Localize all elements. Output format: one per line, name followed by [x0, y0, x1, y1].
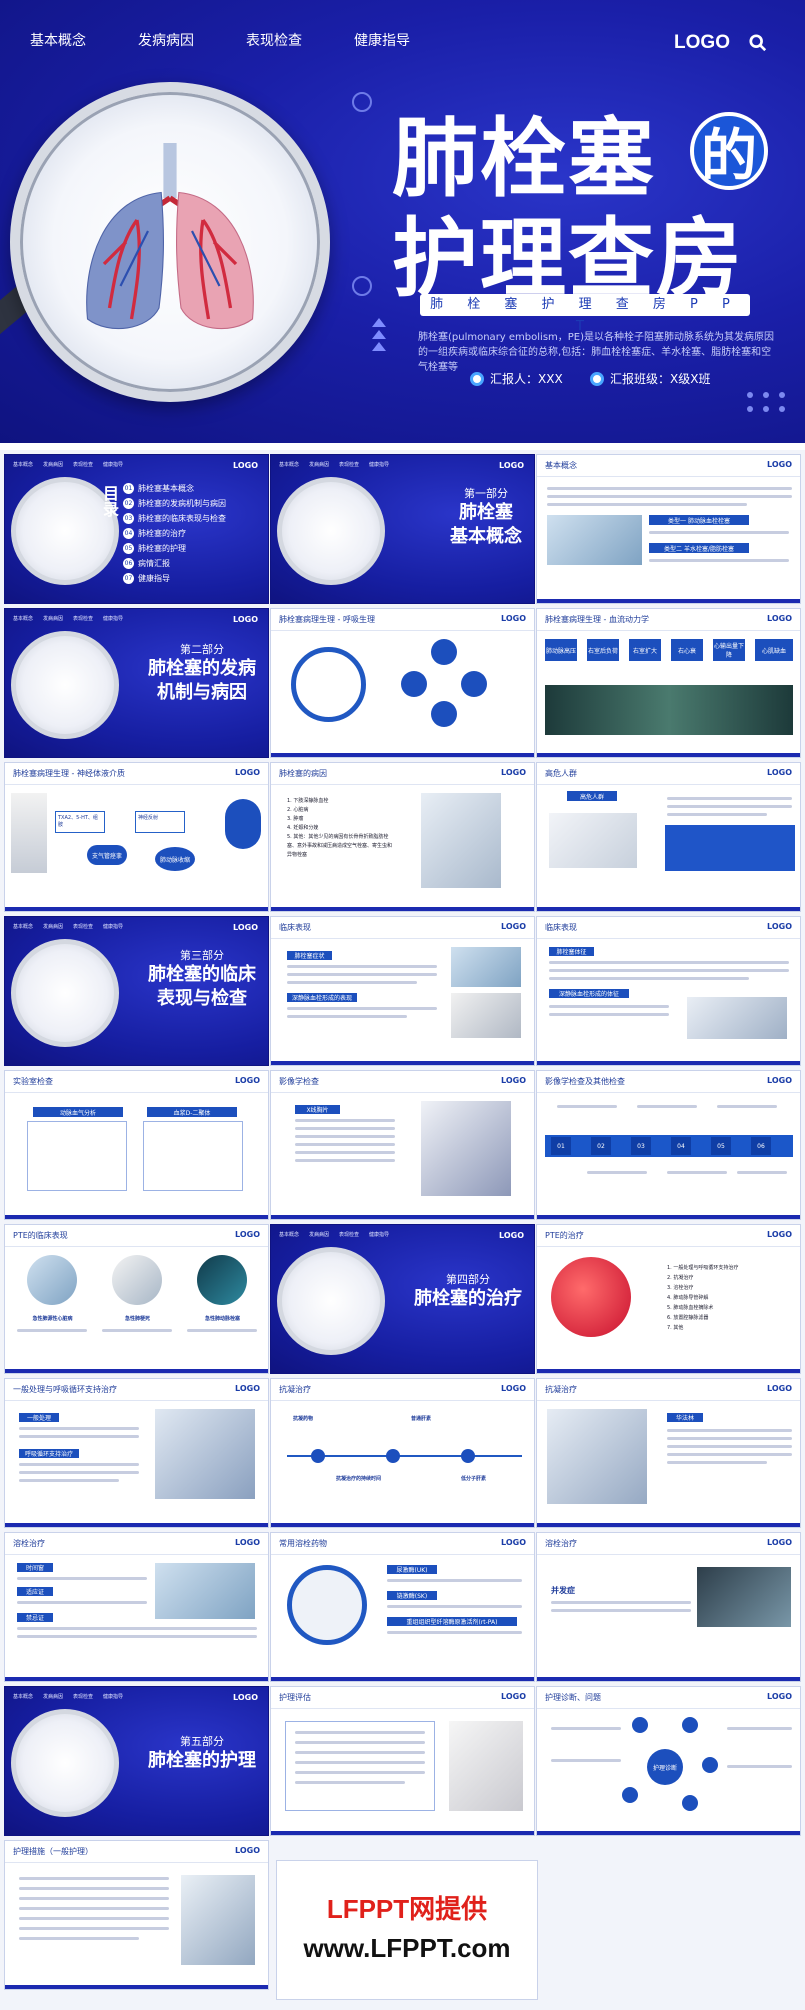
deco-triangle [372, 342, 386, 351]
search-icon[interactable] [749, 34, 767, 52]
nav-item-cause[interactable]: 发病病因 [138, 33, 194, 49]
mini-magnifier [11, 1709, 119, 1817]
mini-logo: LOGO [233, 615, 258, 624]
lung-circle [291, 647, 366, 722]
mini-magnifier [277, 1247, 385, 1355]
heart-illustration [551, 1257, 631, 1337]
hero-description: 肺栓塞(pulmonary embolism，PE)是以各种栓子阻塞肺动脉系统为… [418, 332, 775, 373]
class-group: 汇报班级：X级X班 [590, 370, 710, 387]
hero-subtitle: 肺 栓 塞 护 理 查 房 P P T [420, 294, 750, 334]
icu-photo [545, 685, 793, 735]
magnifier-lens [10, 82, 330, 402]
slide-part2[interactable]: 基本概念发病病因表现检查健康指导 LOGO 第二部分 肺栓塞的发病 机制与病因 [4, 608, 269, 758]
mini-logo: LOGO [233, 1693, 258, 1702]
mini-magnifier [11, 477, 119, 585]
slide-part5[interactable]: 基本概念发病病因表现检查健康指导 LOGO 第五部分 肺栓塞的护理 [4, 1686, 269, 1836]
toc-title: 目录 [100, 485, 119, 517]
mini-magnifier [11, 939, 119, 1047]
mini-magnifier [277, 477, 385, 585]
surgery-photo [547, 515, 642, 565]
tag: 类型一 肺动脉血栓栓塞 [649, 515, 749, 525]
section-header: 第五部分 肺栓塞的护理 [148, 1735, 256, 1771]
class-text: 汇报班级：X级X班 [610, 372, 711, 386]
brand-slide: LFPPT网提供 www.LFPPT.com [276, 1860, 538, 2000]
deco-circle [352, 276, 372, 296]
tag: 类型二 羊水栓塞/脂肪栓塞 [649, 543, 749, 553]
deco-dot-grid [747, 392, 787, 412]
class-icon [590, 371, 604, 386]
nav-item-basic[interactable]: 基本概念 [30, 33, 86, 49]
slide-part4[interactable]: 基本概念发病病因表现检查健康指导 LOGO 第四部分 肺栓塞的治疗 [270, 1224, 535, 1374]
lungs-illustration [86, 143, 254, 330]
deco-circle [352, 92, 372, 112]
hero-slide: 基本概念 发病病因 表现检查 健康指导 LOGO 肺栓塞 的 护理查房 肺 栓 … [0, 0, 805, 443]
section-header: 第三部分 肺栓塞的临床 表现与检查 [148, 949, 256, 1009]
mini-logo: LOGO [233, 923, 258, 932]
section-header: 第四部分 肺栓塞的治疗 [414, 1273, 522, 1309]
hero-title-de: 的 [690, 112, 768, 190]
mini-logo: LOGO [499, 461, 524, 470]
nav-item-guide[interactable]: 健康指导 [354, 33, 410, 49]
mini-logo: LOGO [499, 1231, 524, 1240]
nav-item-exam[interactable]: 表现检查 [246, 33, 302, 49]
brand-line1: LFPPT网提供 [326, 1894, 488, 1924]
hero-nav: 基本概念 发病病因 表现检查 健康指导 [30, 30, 410, 50]
reporter: 汇报人：XXX [470, 370, 563, 387]
hero-title-line1: 肺栓塞 [392, 109, 656, 209]
slide-part1[interactable]: 基本概念发病病因表现检查健康指导 LOGO 第一部分 肺栓塞 基本概念 [270, 454, 535, 604]
mini-logo: LOGO [233, 461, 258, 470]
section-header: 第二部分 肺栓塞的发病 机制与病因 [148, 643, 256, 703]
reporter-icon [470, 371, 484, 386]
section-header: 第一部分 肺栓塞 基本概念 [450, 487, 522, 547]
slide-part3[interactable]: 基本概念发病病因表现检查健康指导 LOGO 第三部分 肺栓塞的临床 表现与检查 [4, 916, 269, 1066]
slide-nursing-measures[interactable]: 护理措施（一般护理）LOGO [4, 1840, 269, 1990]
deco-triangle [372, 330, 386, 339]
deco-triangle [372, 318, 386, 327]
hero-logo: LOGO [674, 32, 730, 53]
hero-title-line2: 护理查房 [392, 209, 744, 309]
brand-url[interactable]: www.LFPPT.com [303, 1933, 511, 1963]
reporter-text: 汇报人：XXX [490, 372, 563, 386]
mini-magnifier [11, 631, 119, 739]
